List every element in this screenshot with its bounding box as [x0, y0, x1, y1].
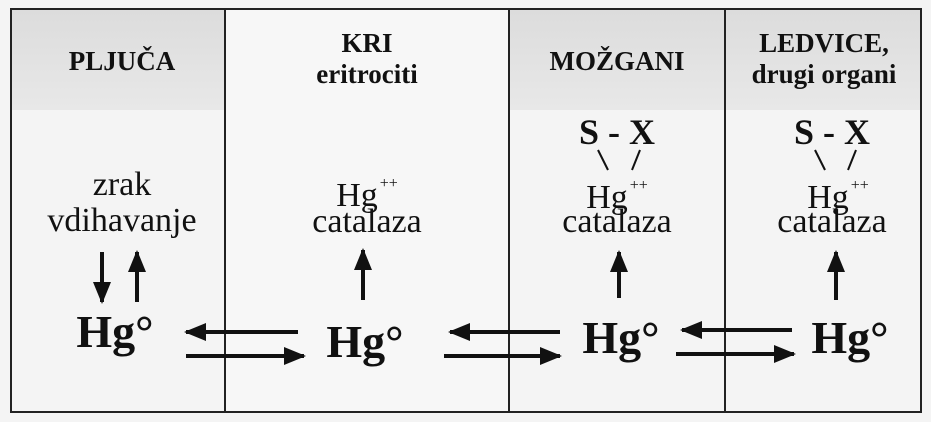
kidney-hg0: Hg° — [811, 312, 889, 363]
blood-hg0: Hg° — [326, 316, 404, 367]
divider-2 — [508, 10, 510, 411]
divider-1 — [224, 10, 226, 411]
brain-bond-right — [631, 149, 641, 171]
blood-catalase: catalaza — [312, 203, 422, 240]
kidney-hg-ion: Hg++ — [807, 177, 869, 216]
brain-catalase: catalaza — [562, 203, 672, 240]
brain-hg-ion: Hg++ — [586, 177, 648, 216]
kidney-bond-right — [847, 149, 857, 171]
kidney-sx-complex: S - X — [793, 112, 870, 152]
brain-bond-left — [597, 149, 609, 171]
header-kidney: LEDVICE, drugi organi — [751, 28, 897, 89]
header-blood: KRI eritrociti — [316, 28, 418, 89]
lungs-air-label: zrak vdihavanje — [47, 166, 197, 239]
blood-hg-ion: Hg++ — [336, 175, 398, 214]
diagram-frame — [10, 8, 922, 413]
header-lungs: PLJUČA — [68, 46, 176, 76]
kidney-bond-left — [814, 149, 826, 171]
brain-hg0: Hg° — [582, 312, 660, 363]
divider-3 — [724, 10, 726, 411]
header-brain: MOŽGANI — [549, 46, 685, 76]
brain-sx-complex: S - X — [578, 112, 655, 152]
lungs-hg0: Hg° — [76, 306, 154, 357]
kidney-catalase: catalaza — [777, 203, 887, 240]
blood-column-bg — [225, 10, 509, 411]
